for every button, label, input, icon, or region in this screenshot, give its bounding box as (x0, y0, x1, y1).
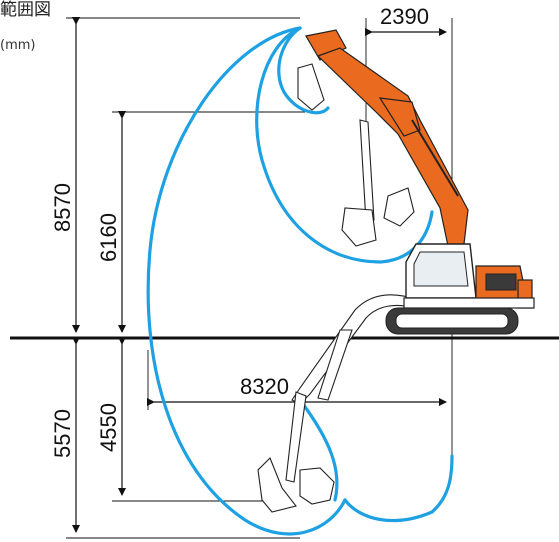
diagram-title: 範囲図 (0, 0, 51, 20)
top-bucket-outline (297, 63, 325, 111)
lower-bucket-left (257, 457, 297, 513)
envelope-bottom-arc (343, 454, 454, 523)
envelope-inner-arc-lower (298, 398, 339, 502)
boom-cylinder (411, 119, 459, 197)
boom-joint (378, 97, 421, 137)
track-frame (395, 313, 509, 329)
upper-bucket-right (383, 187, 415, 227)
dim-label-5570: 5570 (50, 409, 75, 458)
engine-grille (485, 273, 517, 291)
dim-label-2390: 2390 (380, 4, 429, 29)
upper-frame (403, 297, 535, 309)
envelope-outer-arc (146, 26, 347, 536)
upper-arm-outline (359, 119, 375, 223)
dim-label-6160: 6160 (96, 213, 121, 262)
lower-arm-outline (285, 391, 307, 483)
lower-bucket-right (299, 467, 335, 505)
excavator-front (305, 29, 469, 247)
unit-label: (mm) (0, 38, 36, 53)
envelope-inner-arc-upper (277, 26, 330, 115)
cab-window (413, 251, 469, 287)
working-range-envelope (146, 26, 454, 536)
dim-label-8570: 8570 (50, 183, 75, 232)
excavator-body (385, 243, 535, 335)
dim-label-4550: 4550 (96, 403, 121, 452)
lower-cylinder (317, 329, 353, 401)
arm-upper-positions (297, 63, 415, 247)
dim-label-8320: 8320 (240, 374, 289, 399)
envelope-mid-arc (255, 26, 434, 264)
upper-bucket-left (341, 207, 377, 247)
